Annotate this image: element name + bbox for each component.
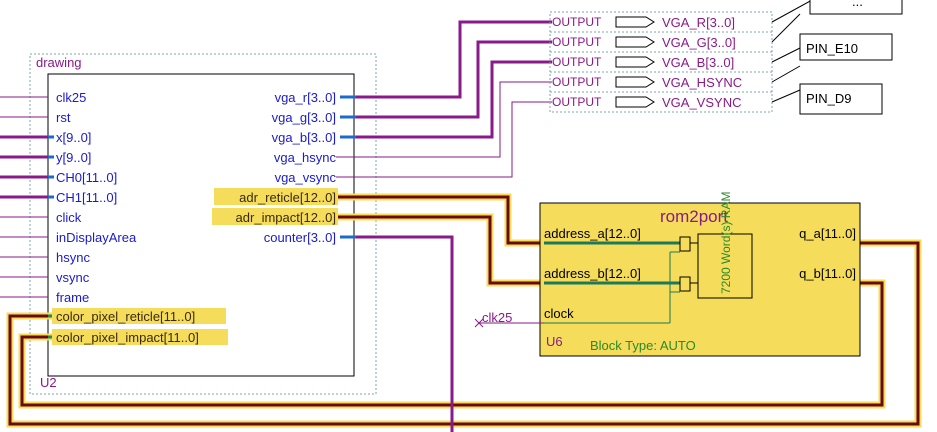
port-adr-reticle: adr_reticle[12..0] <box>239 190 336 205</box>
pin-box-1 <box>799 33 893 61</box>
port-highlight-impact <box>52 329 228 345</box>
port-highlight-reticle <box>52 308 226 324</box>
port-color-pixel-impact: color_pixel_impact[11..0] <box>56 330 199 345</box>
rom-memory-label: 7200 Word(s) RAM <box>719 192 733 294</box>
pin-arrow-1 <box>615 36 655 48</box>
port-frame: frame <box>56 290 89 305</box>
output-pins: OUTPUT OUTPUT OUTPUT OUTPUT OUTPUT VGA_R… <box>550 15 772 110</box>
pin-box-2 <box>799 83 883 115</box>
output-wires <box>336 20 552 432</box>
port-adr-impact: adr_impact[12..0] <box>236 210 336 225</box>
port-vsync: vsync <box>56 270 90 285</box>
pin-type-4: OUTPUT <box>552 95 602 109</box>
pin-arrow-0 <box>615 16 655 28</box>
pin-assignment-1: PIN_E10 <box>806 41 858 56</box>
port-vga-vsync: vga_vsync <box>275 170 337 185</box>
rom-port-clock: clock <box>544 306 574 321</box>
drawing-input-labels: clk25 rst x[9..0] y[9..0] CH0[11..0] CH1… <box>52 90 228 345</box>
port-indisplayarea: inDisplayArea <box>56 230 137 245</box>
drawing-output-labels: vga_r[3..0] vga_g[3..0] vga_b[3..0] vga_… <box>212 90 338 245</box>
port-ch0: CH0[11..0] <box>56 170 117 185</box>
rom-block-type: Block Type: AUTO <box>590 338 696 353</box>
pin-name-0: VGA_R[3..0] <box>662 15 735 30</box>
pin-arrow-3 <box>615 76 655 88</box>
drawing-block-title: drawing <box>36 55 82 70</box>
pin-assignment-2: PIN_D9 <box>806 91 852 106</box>
port-click: click <box>56 210 82 225</box>
rom-port-q-a: q_a[11..0] <box>799 226 856 241</box>
clock-net <box>474 318 544 328</box>
pin-arrow-2 <box>615 56 655 68</box>
port-highlight-adr-impact <box>212 208 338 225</box>
drawing-block-frame <box>29 53 377 395</box>
port-color-pixel-reticle: color_pixel_reticle[11..0] <box>56 309 195 324</box>
port-counter: counter[3..0] <box>264 230 336 245</box>
pin-box-0 <box>809 0 903 15</box>
port-vga-b: vga_b[3..0] <box>272 130 336 145</box>
port-ch1: CH1[11..0] <box>56 190 117 205</box>
pin-name-4: VGA_VSYNC <box>662 95 741 110</box>
port-rst: rst <box>56 110 71 125</box>
port-y: y[9..0] <box>56 150 91 165</box>
input-wires <box>0 96 54 339</box>
rom-port-address-b: address_b[12..0] <box>544 266 641 281</box>
port-hsync: hsync <box>56 250 90 265</box>
port-x: x[9..0] <box>56 130 91 145</box>
rom-port-q-b: q_b[11..0] <box>799 266 856 281</box>
drawing-instance-label: U2 <box>40 375 57 390</box>
rom-block-body[interactable] <box>539 202 861 357</box>
port-clk25: clk25 <box>56 90 86 105</box>
pin-assignments: ... PIN_E10 PIN_D9 <box>771 0 903 115</box>
rom-port-address-a: address_a[12..0] <box>544 226 641 241</box>
pin-name-1: VGA_G[3..0] <box>662 35 736 50</box>
port-vga-hsync: vga_hsync <box>274 150 337 165</box>
pin-arrow-4 <box>615 96 655 108</box>
pin-name-2: VGA_B[3..0] <box>662 55 734 70</box>
pin-name-3: VGA_HSYNC <box>662 75 742 90</box>
rom-block-title: rom2port <box>660 207 728 226</box>
pin-type-3: OUTPUT <box>552 75 602 89</box>
port-vga-g: vga_g[3..0] <box>272 110 336 125</box>
pin-assignment-0: ... <box>852 0 863 9</box>
clock-net-label: clk25 <box>482 310 512 325</box>
pin-type-2: OUTPUT <box>552 55 602 69</box>
rom-instance-label: U6 <box>546 334 563 349</box>
rom-internal <box>544 233 753 324</box>
pin-type-0: OUTPUT <box>552 15 602 29</box>
port-vga-r: vga_r[3..0] <box>275 90 336 105</box>
pin-type-1: OUTPUT <box>552 35 602 49</box>
port-highlight-adr-reticle <box>214 188 338 205</box>
